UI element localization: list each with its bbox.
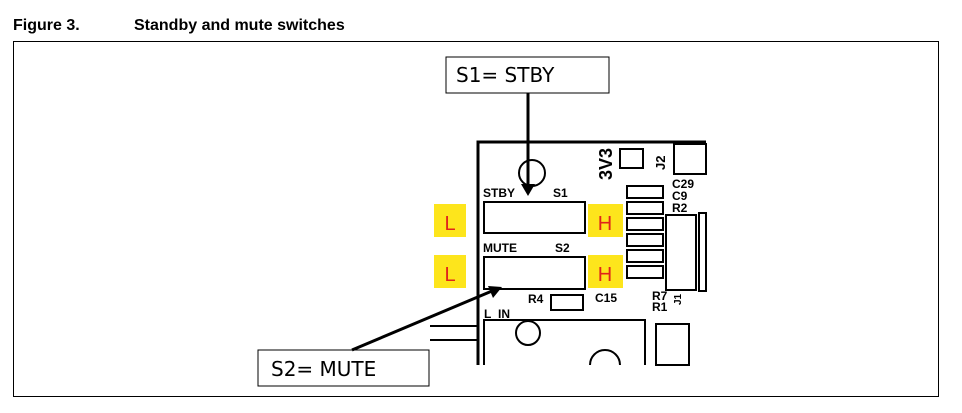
- callout-s1-label: S1= STBY: [456, 63, 555, 87]
- mounting-hole: [518, 159, 546, 187]
- switch-s2: [483, 256, 586, 290]
- ic-block: [665, 214, 697, 291]
- label-3v3: 3V3: [596, 148, 616, 180]
- callout-s1-box: [445, 56, 610, 94]
- label-s2: S2: [555, 241, 570, 255]
- callout-s1-arrowhead: [521, 184, 535, 196]
- label-s1: S1: [553, 186, 568, 200]
- marker-s1-low: [434, 204, 466, 237]
- label-c15: C15: [595, 291, 617, 305]
- label-l-in: L_IN: [484, 307, 510, 321]
- pad-r4: [550, 294, 584, 311]
- pad-d: [626, 265, 664, 279]
- label-j2: J2: [653, 156, 668, 170]
- pad-c: [626, 249, 664, 263]
- callout-s2-label: S2= MUTE: [271, 357, 376, 381]
- pad-a: [626, 217, 664, 231]
- figure-frame: [13, 41, 939, 397]
- label-r1: R1: [652, 300, 668, 314]
- lower-component: [655, 323, 690, 366]
- callouts: S1= STBY S2= MUTE: [257, 56, 610, 387]
- label-c9: C9: [672, 189, 688, 203]
- marker-s2-high-text: H: [598, 264, 612, 286]
- figure-number: Figure 3.: [13, 17, 80, 34]
- j2-connector: [673, 143, 707, 175]
- label-stby: STBY: [483, 186, 515, 200]
- label-r2: R2: [672, 201, 688, 215]
- board-edge: [476, 140, 706, 365]
- marker-s2-high: [588, 255, 623, 288]
- pcb-board: 3V3 J2 STBY S1 MUTE S2 C29 C9 R2 C15 R7 …: [430, 140, 707, 366]
- pad-r2: [626, 201, 664, 215]
- j2-pad: [619, 148, 644, 169]
- figure-title: Standby and mute switches: [134, 17, 345, 34]
- level-markers: L H L H: [434, 204, 623, 288]
- l-in-hole: [515, 320, 541, 346]
- label-r4: R4: [528, 292, 544, 306]
- l-in-connector: [483, 319, 646, 365]
- l-in-hole-2: [589, 349, 621, 366]
- pad-c9: [626, 185, 664, 199]
- label-j1: J1: [673, 293, 684, 305]
- callout-s2-arrowhead: [488, 286, 502, 298]
- callout-s2-box: [257, 349, 430, 387]
- switch-s1: [483, 201, 586, 234]
- marker-s2-low: [434, 255, 466, 288]
- marker-s1-high: [588, 204, 623, 237]
- marker-s1-low-text: L: [444, 213, 455, 235]
- label-mute: MUTE: [483, 241, 517, 255]
- marker-s2-low-text: L: [444, 264, 455, 286]
- pad-b: [626, 233, 664, 247]
- label-c29: C29: [672, 177, 694, 191]
- label-r7: R7: [652, 289, 668, 303]
- figure-caption: Figure 3. Standby and mute switches: [13, 17, 345, 35]
- ic-edge: [698, 212, 707, 292]
- callout-s2-arrow-line: [351, 289, 493, 352]
- marker-s1-high-text: H: [598, 213, 612, 235]
